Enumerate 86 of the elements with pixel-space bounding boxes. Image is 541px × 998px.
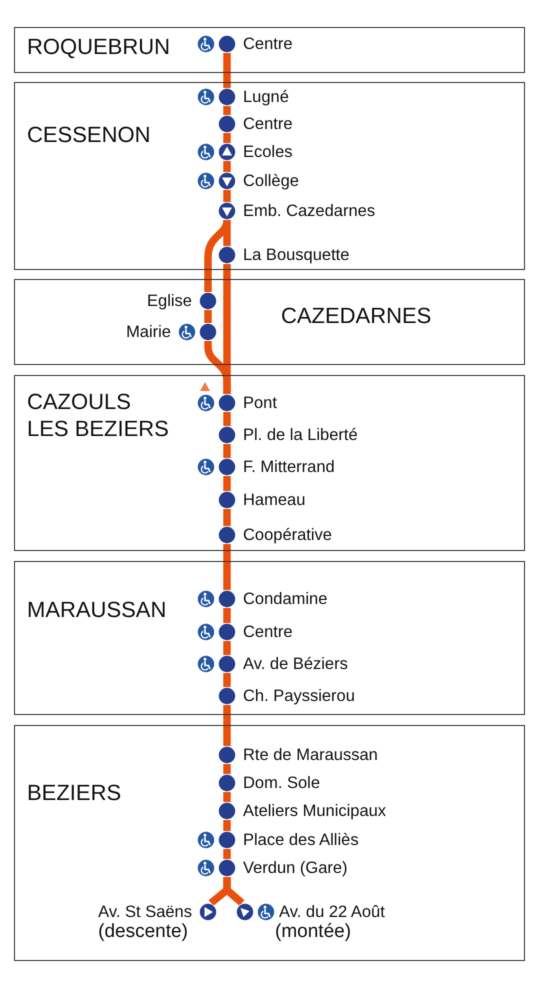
route-line [204, 220, 231, 292]
route-line [223, 264, 231, 394]
bus-stop [197, 831, 359, 849]
stop-name: F. Mitterrand [243, 458, 335, 476]
route-line [223, 705, 231, 746]
bus-stop [218, 426, 358, 444]
stop-name: Pont [243, 394, 277, 412]
stop-name: Place des Alliès [243, 831, 359, 849]
town-name: CAZOULS LES BEZIERS [27, 388, 169, 442]
direction-note: (descente) [98, 921, 188, 943]
stop-name: Ecoles [243, 143, 293, 161]
town-name: MARAUSSAN [27, 596, 166, 623]
bus-stop [197, 458, 335, 476]
bus-stop [218, 746, 378, 764]
stop-name: Dom. Sole [243, 774, 320, 792]
bus-stop [197, 655, 348, 673]
stop-name: Av. de Béziers [243, 655, 348, 673]
route-line [204, 310, 212, 323]
bus-stop [218, 526, 332, 544]
bus-stop [197, 143, 293, 161]
bus-stop [197, 88, 289, 106]
route-line [223, 820, 231, 831]
zone-panel [14, 725, 525, 961]
bus-stop [218, 491, 306, 509]
stop-name: Verdun (Gare) [243, 859, 348, 877]
stop-name: Eglise [147, 292, 192, 310]
bus-stop [197, 394, 277, 412]
stop-name: Lugné [243, 88, 289, 106]
bus-stop [98, 903, 217, 943]
route-line [223, 641, 231, 655]
stop-name: Hameau [243, 491, 306, 509]
stop-name: Centre [243, 623, 293, 641]
route-line [223, 106, 231, 115]
bus-stop [218, 115, 293, 133]
route-line [223, 220, 231, 246]
stop-name: Ateliers Municipaux [243, 802, 386, 820]
stop-name: Coopérative [243, 526, 332, 544]
town-name: CESSENON [27, 121, 150, 148]
route-line [223, 476, 231, 491]
bus-stop [236, 903, 385, 943]
stop-name: Ch. Payssierou [243, 687, 355, 705]
zone-panel [14, 561, 525, 715]
bus-stop [218, 246, 350, 264]
bus-stop [197, 35, 293, 53]
route-line [223, 792, 231, 802]
route-line [223, 509, 231, 526]
route-line [223, 764, 231, 774]
route-line [223, 133, 231, 143]
route-line [223, 849, 231, 859]
stop-name: Collège [243, 172, 299, 190]
bus-stop [197, 623, 293, 641]
stop-name: Av. St Saëns [98, 903, 192, 921]
route-line [223, 673, 231, 687]
zone-panel [14, 375, 525, 551]
zone-panel [14, 279, 525, 365]
stop-name: Emb. Cazedarnes [243, 202, 376, 220]
zone-panel [14, 27, 525, 73]
bus-stop [147, 292, 217, 310]
route-line [223, 161, 231, 172]
zone-panel [14, 82, 525, 270]
route-line [223, 544, 231, 590]
town-name: BEZIERS [27, 779, 122, 806]
stop-name: Centre [243, 115, 293, 133]
route-line [223, 444, 231, 458]
bus-stop [197, 859, 348, 877]
route-line [223, 877, 244, 906]
stop-name: Av. du 22 Août [279, 903, 385, 921]
route-line [223, 412, 231, 426]
stop-name: Centre [243, 35, 293, 53]
bus-stop [197, 172, 299, 190]
town-name: ROQUEBRUN [27, 33, 170, 60]
town-name: CAZEDARNES [281, 302, 432, 329]
stop-name: Pl. de la Liberté [243, 426, 358, 444]
direction-note: (montée) [275, 921, 352, 943]
bus-stop [126, 323, 217, 341]
stop-name: Condamine [243, 590, 328, 608]
route-line [223, 53, 231, 88]
bus-stop [218, 687, 355, 705]
bus-stop [197, 590, 328, 608]
stop-name: La Bousquette [243, 246, 350, 264]
stop-name: Rte de Maraussan [243, 746, 378, 764]
route-line [223, 608, 231, 623]
route-line [223, 190, 231, 202]
bus-stop [218, 202, 376, 220]
stop-name: Mairie [126, 323, 171, 341]
bus-stop [218, 774, 320, 792]
